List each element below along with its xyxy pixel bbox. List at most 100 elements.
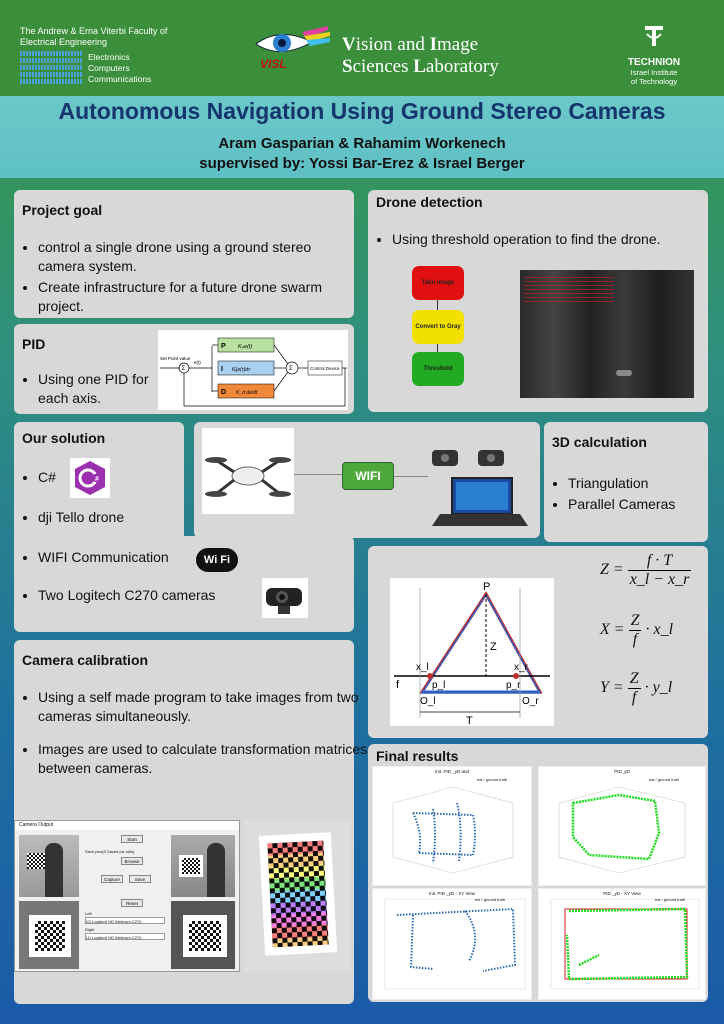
our-solution-list: WIFI Communication xyxy=(20,548,358,569)
plot-1-svg xyxy=(392,786,514,874)
list-item: Using threshold operation to find the dr… xyxy=(392,230,722,249)
person xyxy=(45,843,63,897)
detected-corners-overlay xyxy=(267,840,329,948)
authors-block: Aram Gasparian & Rahamim Workenech super… xyxy=(0,134,724,174)
save-button[interactable]: Save xyxy=(129,875,151,883)
pid-d-term: K_d de/dt xyxy=(236,390,258,396)
plot-title: PID_yD xyxy=(614,769,630,774)
our-solution-list: C# xyxy=(20,468,358,489)
list-item: Triangulation xyxy=(568,474,724,493)
faculty-name: The Andrew & Erna Viterbi Faculty of Ele… xyxy=(20,26,167,48)
flow-step-convert-gray: Convert to Gray xyxy=(412,310,464,344)
technion-logo: TECHNION Israel Institute of Technology xyxy=(612,22,696,86)
list-item: WIFI Communication xyxy=(38,548,358,567)
pid-p-term: Kₚe(t) xyxy=(238,344,252,350)
lab-name: Vision and Image Sciences Laboratory xyxy=(342,34,499,77)
diagram-label-pl: p_l xyxy=(432,680,445,691)
detection-camera-image xyxy=(520,270,694,398)
result-plot-2: PID_yD est / ground truth xyxy=(538,766,706,886)
drone-detection-heading: Drone detection xyxy=(376,194,483,210)
save-pics-checkbox[interactable]: Save pics(3 Saved pic rolls) xyxy=(85,849,135,854)
list-item: Parallel Cameras xyxy=(568,495,724,514)
plot-legend: est / ground truth xyxy=(475,897,506,902)
diagram-label-ol: O_l xyxy=(420,696,436,707)
faculty-line-2: Electrical Engineering xyxy=(20,37,108,47)
supervisors: supervised by: Yossi Bar-Erez & Israel B… xyxy=(199,155,525,172)
faculty-item: Electronics xyxy=(88,52,130,62)
project-goal-heading: Project goal xyxy=(22,202,103,218)
plot-2-svg xyxy=(558,786,686,874)
our-solution-list: Two Logitech C270 cameras xyxy=(20,586,358,607)
faculty-logo-grid xyxy=(20,50,82,84)
pid-sum-1: Σ xyxy=(182,366,186,372)
diagram-label-xr: x_r xyxy=(514,662,529,673)
flow-step-take-image: Take image xyxy=(412,266,464,300)
board xyxy=(179,855,203,877)
plot-4-svg xyxy=(550,898,700,990)
right-camera-view-2 xyxy=(171,901,235,969)
diagram-label-p: P xyxy=(483,581,490,593)
checkerboard xyxy=(182,858,200,874)
list-item: Two Logitech C270 cameras xyxy=(38,586,358,605)
calibration-detected-corners-image xyxy=(244,820,350,972)
drone-detection-panel: Drone detection Using threshold operatio… xyxy=(368,190,708,412)
csharp-logo-icon: # xyxy=(70,458,110,498)
svg-text:#: # xyxy=(95,476,99,483)
result-plot-1: Init. PID _yD and est / ground truth xyxy=(372,766,532,886)
header-bar xyxy=(0,0,724,96)
capture-button[interactable]: Capture xyxy=(101,875,123,883)
pid-block-diagram: Set Point value Σ e(t) P Kₚe(t) I Kᵢ∫e(τ… xyxy=(158,330,348,410)
visl-eye-logo: VISL xyxy=(255,26,330,71)
faculty-item: Communications xyxy=(88,74,152,84)
start-button[interactable]: Start xyxy=(121,835,143,843)
camera-calibration-panel: Camera calibration Using a self made pro… xyxy=(14,640,367,1004)
diagram-label-f: f xyxy=(396,679,400,691)
list-item: Using one PID for each axis. xyxy=(38,370,158,408)
list-item: Images are used to calculate transformat… xyxy=(38,740,368,778)
triangulation-diagram: P Z x_l x_r p_l p_r f O_l O_r T xyxy=(390,578,554,726)
right-camera-select[interactable]: (1) Logitech HD Webcam C270 xyxy=(85,933,165,940)
browse-button[interactable]: Browse xyxy=(121,857,143,865)
checkerboard xyxy=(189,921,221,951)
our-solution-list: dji Tello drone xyxy=(20,508,358,529)
our-solution-heading: Our solution xyxy=(22,430,106,446)
visl-logo-text: VISL xyxy=(260,57,287,71)
wifi-link-box: WIFI xyxy=(342,462,394,490)
calc3d-heading: 3D calculation xyxy=(552,434,647,450)
flow-arrow xyxy=(437,344,438,354)
triangulation-svg: P Z x_l x_r p_l p_r f O_l O_r T xyxy=(394,581,550,726)
checkerboard xyxy=(27,853,45,869)
list-item: Create infrastructure for a future drone… xyxy=(38,278,358,316)
result-plot-4: PID _yD - XY View est / ground truth xyxy=(538,888,706,1000)
drone-image xyxy=(202,428,294,514)
faculty-item: Computers xyxy=(88,63,130,73)
technion-sub: of Technology xyxy=(630,77,678,86)
diagram-label-or: O_r xyxy=(522,696,539,707)
plot-legend: est / ground truth xyxy=(655,897,686,902)
drone-icon xyxy=(616,370,632,376)
triangulation-panel: P Z x_l x_r p_l p_r f O_l O_r T Z = f · … xyxy=(368,546,708,738)
drone-detection-list: Using threshold operation to find the dr… xyxy=(374,230,722,251)
pid-i-label: I xyxy=(221,366,223,373)
diagram-label-pr: p_r xyxy=(506,680,521,691)
faculty-line-1: The Andrew & Erna Viterbi Faculty of xyxy=(20,26,168,36)
pid-panel: PID Using one PID for each axis. Set Poi… xyxy=(14,324,354,414)
authors: Aram Gasparian & Rahamim Workenech xyxy=(218,135,506,152)
left-camera-select[interactable]: (0) Logitech HD Webcam C270 xyxy=(85,917,165,924)
technion-name: TECHNION xyxy=(627,57,681,68)
plot-title: Init. PID _yD and xyxy=(434,769,470,774)
flow-step-threshold: Threshold xyxy=(412,352,464,386)
pid-i-term: Kᵢ∫e(τ)dτ xyxy=(232,367,251,373)
pid-sum-2: Σ xyxy=(289,366,293,372)
wifi-logo-icon: Wi Fi xyxy=(196,548,238,572)
project-goal-panel: Project goal control a single drone usin… xyxy=(14,190,354,318)
project-goal-list: control a single drone using a ground st… xyxy=(20,238,358,318)
calc3d-list: Triangulation Parallel Cameras xyxy=(550,474,724,516)
reset-button[interactable]: Reset xyxy=(121,899,143,907)
pid-p-label: P xyxy=(221,343,226,350)
pid-heading: PID xyxy=(22,336,46,352)
calibration-list: Using a self made program to take images… xyxy=(20,688,368,780)
left-camera-view xyxy=(19,835,79,897)
pid-setpoint-label: Set Point value xyxy=(160,356,191,361)
